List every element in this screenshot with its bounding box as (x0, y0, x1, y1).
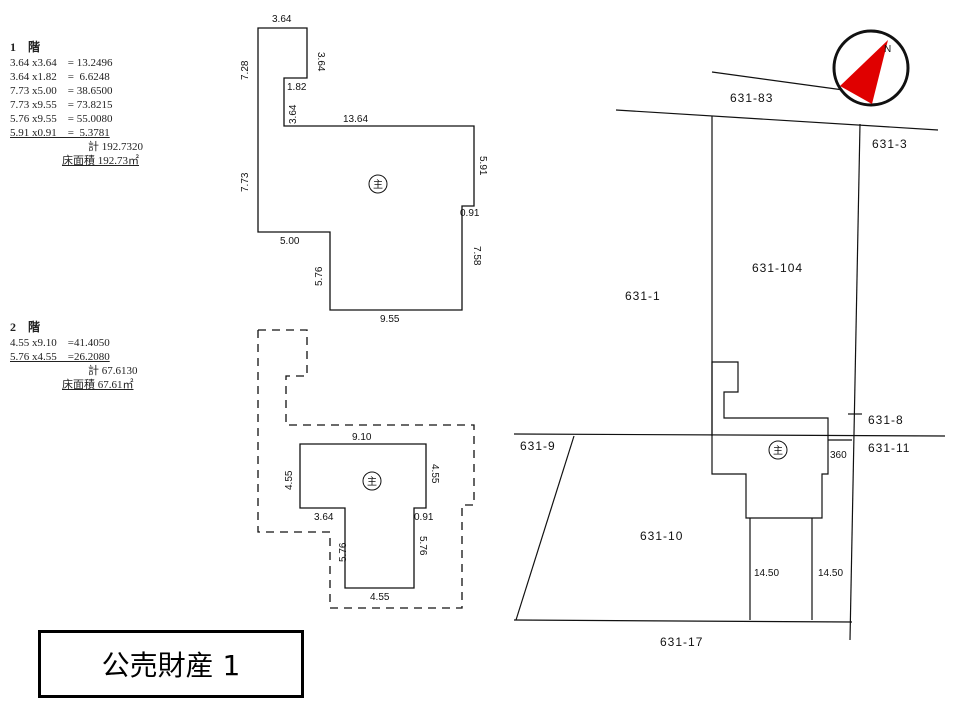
lot-label: 631-10 (640, 529, 683, 543)
dim-label: 4.55 (284, 470, 295, 490)
lot-label: 631-8 (868, 413, 904, 427)
dim-label: 5.00 (280, 236, 300, 247)
boundary-line (513, 433, 946, 437)
dim-label: 9.55 (380, 314, 400, 325)
main-building-mark (362, 471, 382, 491)
main-building-label: 主 (773, 445, 783, 457)
floor2-row: 5.76 x4.55 =26.2080 (10, 351, 110, 363)
boundary-line (515, 435, 575, 621)
lot-label: 631-11 (868, 441, 910, 455)
dim-label: 14.50 (818, 568, 843, 579)
lot-label: 631-3 (872, 137, 908, 151)
dim-label: 3.64 (315, 52, 326, 72)
floor1-dimensions: 3.64 3.64 7.28 1.82 3.64 13.64 7.73 5.91… (240, 14, 488, 325)
lot-label: 631-83 (730, 91, 773, 105)
floor1-calculation: 1 階 3.64 x3.64 = 13.2496 3.64 x1.82 = 6.… (10, 38, 143, 167)
dim-label: 3.64 (288, 104, 299, 124)
dim-label: 4.55 (429, 464, 440, 484)
floor1-heading: 1 階 (10, 40, 41, 54)
lot-label: 631-104 (752, 261, 803, 275)
property-title-text: 公売財産 1 (101, 649, 241, 682)
lot-label: 631-1 (625, 289, 661, 303)
dim-label: 0.91 (460, 208, 480, 219)
north-label: N (884, 44, 891, 55)
floor1-row: 3.64 x1.82 = 6.6248 (10, 71, 110, 83)
dim-label: 5.91 (477, 156, 488, 176)
floor2-plan (257, 329, 475, 609)
floor2-dimensions: 9.10 4.55 4.55 3.64 0.91 5.76 5.76 4.55 … (284, 432, 440, 603)
main-building-mark (768, 440, 788, 460)
dim-label: 3.64 (272, 14, 292, 25)
floor1-row: 7.73 x9.55 = 73.8215 (10, 99, 113, 111)
main-building-label: 主 (367, 476, 377, 488)
floor1-dashed-outline (257, 329, 475, 609)
dim-label: 9.10 (352, 432, 372, 443)
dim-label: 7.28 (240, 60, 251, 80)
dim-label: 0.91 (414, 512, 434, 523)
dim-label: 5.76 (417, 536, 428, 556)
dim-label: 14.50 (754, 568, 779, 579)
main-building-label: 主 (373, 179, 383, 191)
dim-label: 13.64 (343, 114, 368, 125)
floor1-row: 7.73 x5.00 = 38.6500 (10, 85, 113, 97)
dim-label: 7.73 (240, 172, 251, 192)
lot-label: 631-9 (520, 439, 556, 453)
dim-label: 7.58 (471, 246, 482, 266)
floor2-calculation: 2 階 4.55 x9.10 =41.4050 5.76 x4.55 =26.2… (10, 318, 138, 391)
north-arrow-icon: N (832, 29, 910, 107)
main-building-mark (368, 174, 388, 194)
boundary-line (849, 123, 861, 641)
lot-label: 631-17 (660, 635, 703, 649)
dim-label: 3.64 (314, 512, 334, 523)
floor1-row: 3.64 x3.64 = 13.2496 (10, 57, 113, 69)
floor2-row: 4.55 x9.10 =41.4050 (10, 337, 110, 349)
floor2-heading: 2 階 (10, 320, 41, 334)
boundary-line (711, 71, 859, 93)
floor1-area: 床面積 192.73㎡ (62, 155, 139, 167)
dim-label: 360 (830, 450, 847, 461)
building-footprint (711, 361, 829, 519)
site-plan (513, 71, 946, 641)
site-labels: 631-83 631-3 631-104 631-1 631-8 631-11 … (520, 91, 910, 649)
dim-label: 1.82 (287, 82, 307, 93)
dim-label: 4.55 (370, 592, 390, 603)
floor1-outline (257, 27, 475, 311)
floor1-row: 5.76 x9.55 = 55.0080 (10, 113, 113, 125)
floor1-plan (257, 27, 475, 311)
boundary-line (513, 619, 853, 623)
floor1-row: 5.91 x0.91 = 5.3781 (10, 127, 110, 139)
boundary-line (615, 109, 939, 131)
dim-label: 5.76 (338, 542, 349, 562)
floor2-total: 計 67.6130 (88, 365, 138, 377)
floor1-total: 計 192.7320 (88, 141, 143, 153)
property-title: 公売財産 1 (38, 630, 304, 698)
floor2-outline (299, 443, 427, 589)
dim-label: 5.76 (314, 266, 325, 286)
floor2-area: 床面積 67.61㎡ (62, 379, 134, 391)
